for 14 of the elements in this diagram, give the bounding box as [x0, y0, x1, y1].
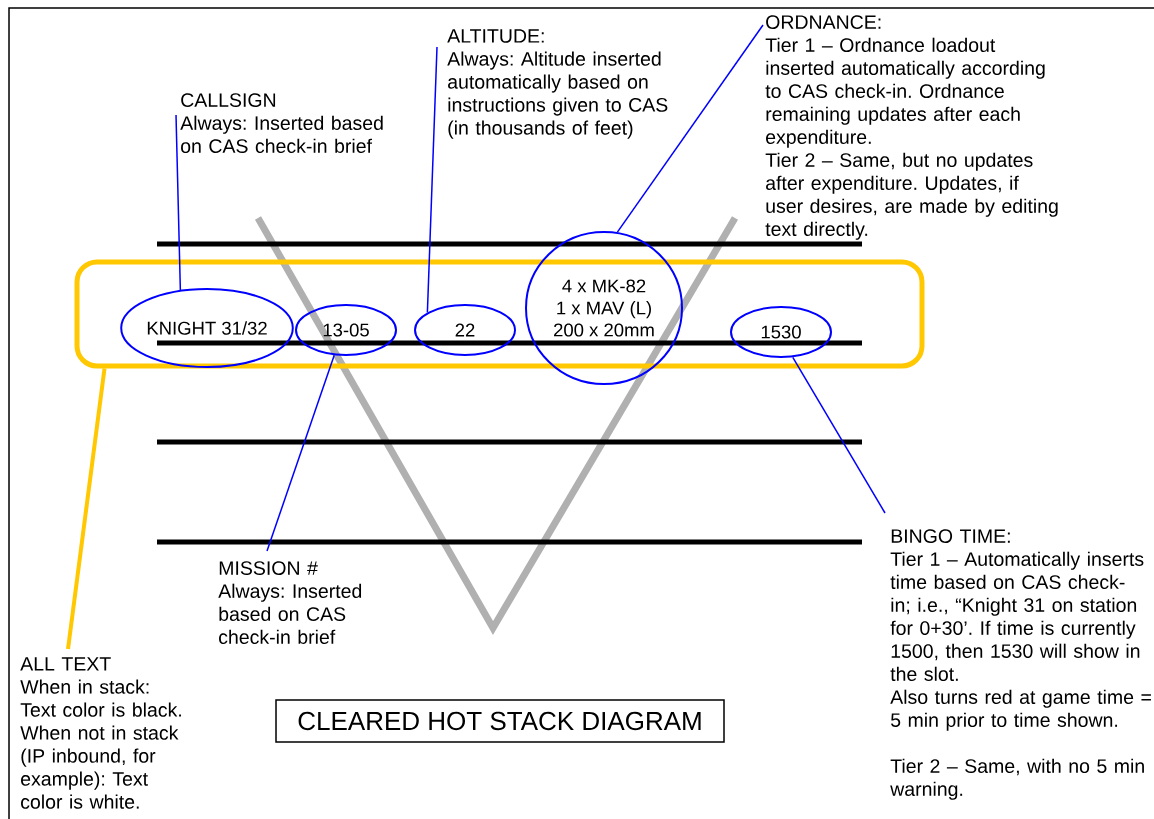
highlight-box	[74, 259, 925, 369]
callout-text: ALTITUDE: Always: Altitude inserted automatically based on instructions given to CAS (in thousands of feet)	[447, 29, 668, 139]
callout-text: CALLSIGN Always: Inserted based on CAS check-in brief	[180, 93, 383, 153]
leader-line	[66, 368, 107, 650]
leader-line	[792, 356, 886, 514]
leader-line	[266, 354, 335, 552]
leader-line	[426, 46, 438, 314]
leader-line	[175, 114, 182, 291]
callout-text: MISSION # Always: Inserted based on CAS check-in brief	[218, 561, 362, 644]
callout-text: BINGO TIME: Tier 1 – Automatically inserts time based on CAS check-in; i.e., “Knight 31 on station for 0+30’. If time is currently 1500, then 1530 will show in the slot. Also turns red at game time = 5 min prior to time shown. Tier 2 – Same, with no 5 min warning.	[890, 529, 1151, 800]
callout-text: ORDNANCE: Tier 1 – Ordnance loadout inserted automatically according to CAS check-in. Ordnance remaining updates after each expenditure. Tier 2 – Same, but no updates after expenditure. Updates, if user desires, are made by editing text directly.	[765, 15, 1058, 240]
leader-line	[616, 24, 764, 233]
title-box: CLEARED HOT STACK DIAGRAM	[275, 699, 725, 743]
callout-text: ALL TEXT When in stack: Text color is black. When not in stack (IP inbound, for example): Text color is white.	[20, 657, 181, 809]
